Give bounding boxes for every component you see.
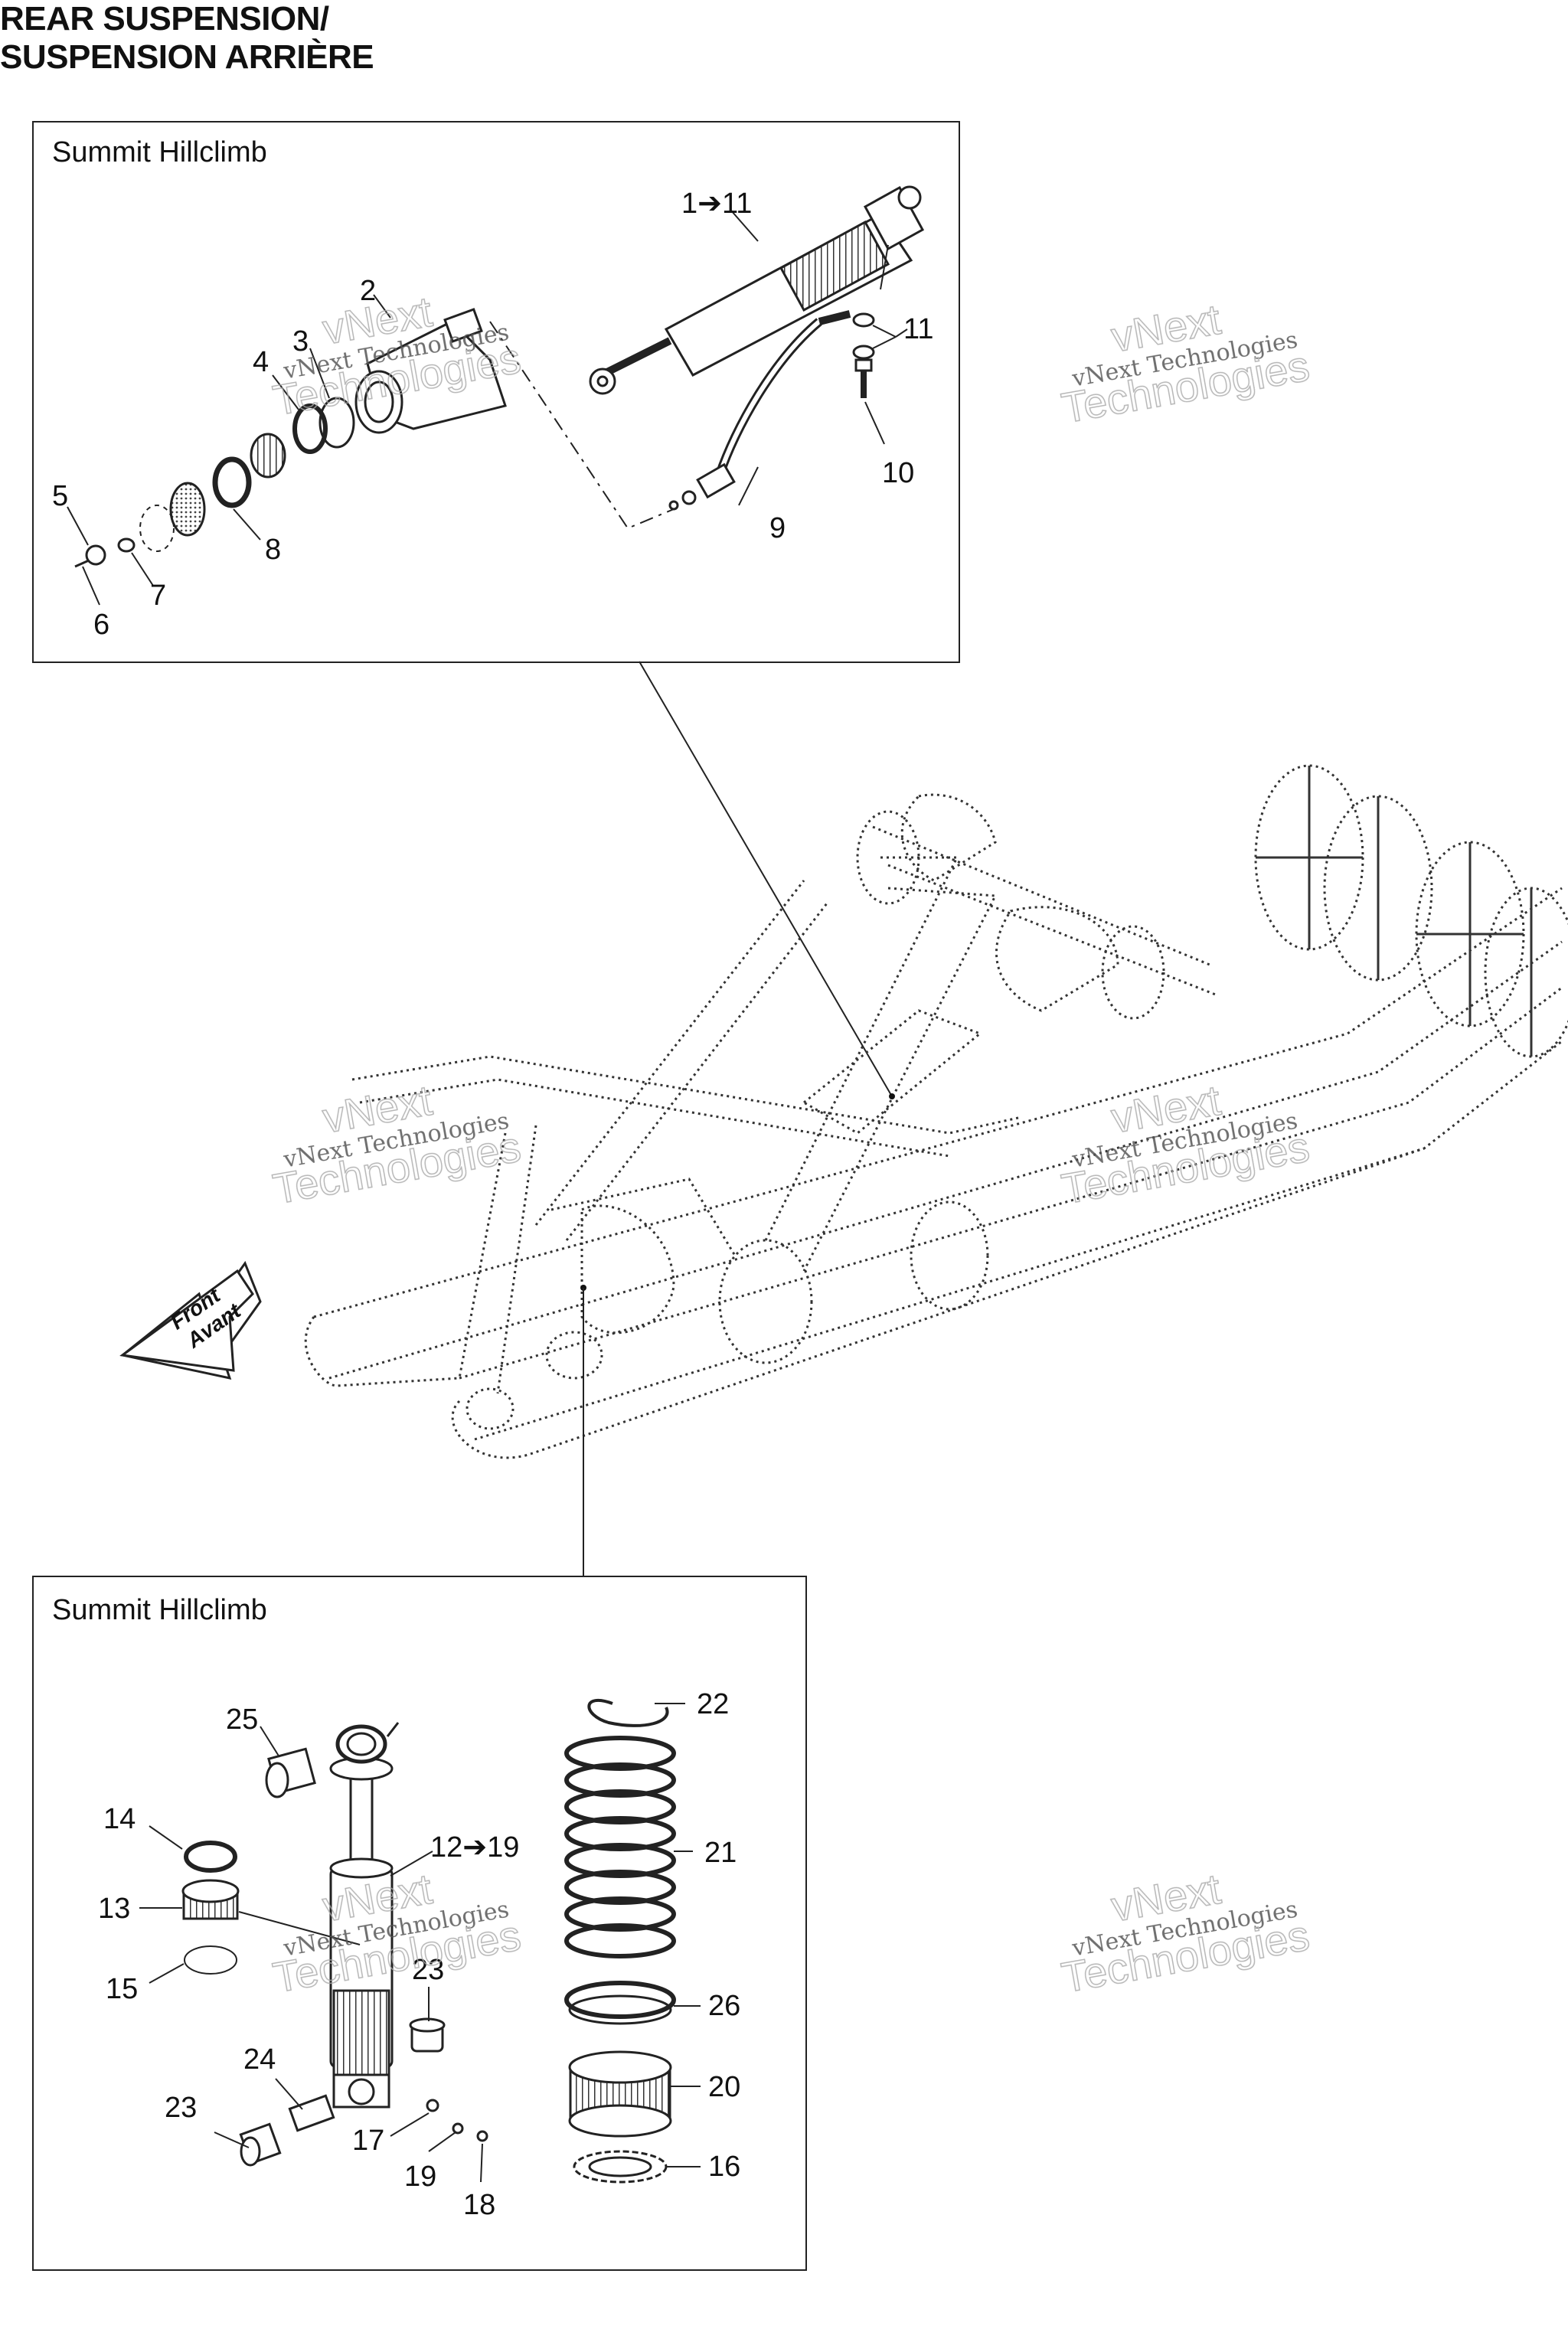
callout-18: 18 <box>463 2189 495 2221</box>
front-direction-arrow <box>119 1260 262 1380</box>
top-panel-label: Summit Hillclimb <box>52 136 267 168</box>
callout-7: 7 <box>150 580 166 612</box>
spring-adjuster <box>568 2050 672 2138</box>
bolt <box>854 358 873 398</box>
callout-numbers: 1➔11 2 3 4 5 6 7 8 9 10 11 25 14 12➔19 1… <box>52 188 933 2221</box>
callout-11: 11 <box>903 313 933 345</box>
rear-suspension-frame <box>304 793 1563 1459</box>
reservoir-housing <box>354 308 507 434</box>
watermarks: vNext vNext Technologies Technologies vN… <box>269 286 1313 2002</box>
title-english: REAR SUSPENSION/ <box>0 0 329 38</box>
bottom-panel-parts <box>181 1698 676 2184</box>
callout-3: 3 <box>292 325 309 358</box>
coil-over-shock <box>329 1726 394 2109</box>
bottom-leader-lines <box>139 1703 701 2183</box>
top-leader-lines <box>67 210 908 606</box>
callout-25: 25 <box>226 1704 258 1736</box>
callout-1-11: 1➔11 <box>681 188 752 220</box>
page-title: REAR SUSPENSION/ SUSPENSION ARRIÈRE <box>0 0 374 77</box>
hose <box>668 310 851 511</box>
callout-23-bottom: 23 <box>165 2092 197 2124</box>
callout-19: 19 <box>404 2161 436 2193</box>
idler-wheels <box>466 764 1568 1430</box>
callout-23-top: 23 <box>412 1954 444 1986</box>
title-french: SUSPENSION ARRIÈRE <box>0 38 374 76</box>
callout-17: 17 <box>352 2125 384 2157</box>
bottom-detail-panel <box>32 1576 807 2271</box>
callout-5: 5 <box>52 480 68 512</box>
top-panel-parts <box>74 185 925 568</box>
callout-15: 15 <box>106 1973 138 2005</box>
callout-2: 2 <box>360 275 376 307</box>
callout-13: 13 <box>98 1893 130 1925</box>
callout-6: 6 <box>93 609 109 641</box>
callout-9: 9 <box>769 512 786 544</box>
callout-22: 22 <box>697 1688 729 1720</box>
callout-20: 20 <box>708 2071 740 2103</box>
callout-12-19: 12➔19 <box>430 1831 519 1864</box>
gas-shock-assembly <box>589 185 925 395</box>
callout-21: 21 <box>704 1837 737 1869</box>
coil-spring <box>564 1736 676 1958</box>
callout-8: 8 <box>265 534 281 566</box>
callout-24: 24 <box>243 2043 276 2076</box>
callout-4: 4 <box>253 346 269 378</box>
wheel-spokes <box>1256 766 1533 1057</box>
callout-26: 26 <box>708 1990 740 2022</box>
callout-10: 10 <box>882 457 914 489</box>
top-connector-line <box>639 661 893 1097</box>
callout-16: 16 <box>708 2151 740 2183</box>
callout-14: 14 <box>103 1803 136 1835</box>
bottom-panel-label: Summit Hillclimb <box>52 1594 267 1626</box>
bushing <box>265 1747 316 1798</box>
